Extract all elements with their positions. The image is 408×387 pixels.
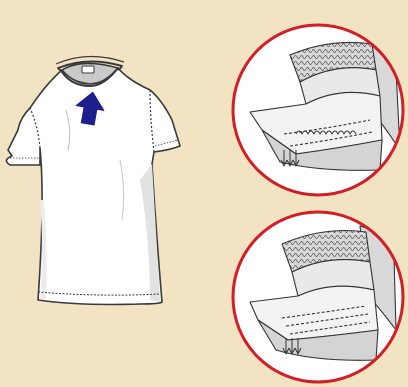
seam-detail-callout-top	[233, 25, 403, 195]
seam-detail-callout-bottom	[233, 212, 403, 382]
neck-label	[82, 66, 94, 73]
